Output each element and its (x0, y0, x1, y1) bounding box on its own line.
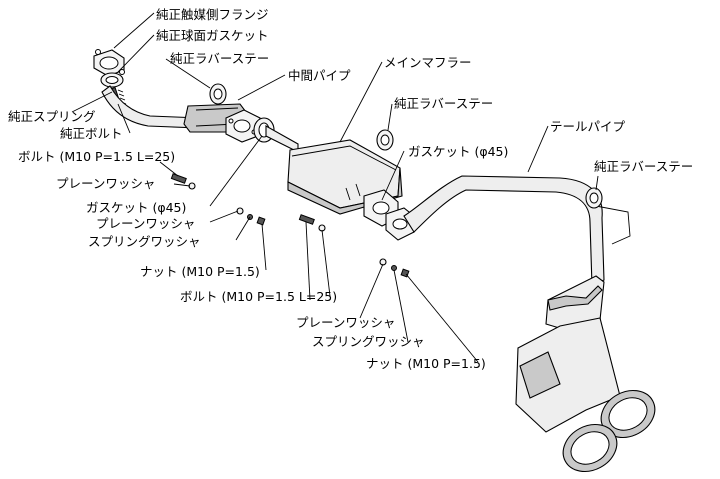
label-oem-rubber-stay-1: 純正ラバーステー (170, 51, 269, 66)
label-gasket-1: ガスケット (φ45) (86, 200, 186, 215)
label-bolt-1: ボルト (M10 P=1.5 L=25) (18, 149, 175, 164)
label-plain-washer-1: プレーンワッシャ (56, 176, 155, 191)
center-pipe-part (101, 83, 261, 143)
label-main-muffler: メインマフラー (384, 55, 472, 70)
label-bolt-2: ボルト (M10 P=1.5 L=25) (180, 289, 337, 304)
leader-lines (71, 12, 599, 363)
label-gasket-2: ガスケット (φ45) (408, 144, 508, 159)
label-spring-washer-1: スプリングワッシャ (88, 234, 201, 249)
label-oem-rubber-stay-2: 純正ラバーステー (394, 96, 493, 111)
label-oem-rubber-stay-3: 純正ラバーステー (594, 159, 693, 174)
label-oem-spherical-gasket: 純正球面ガスケット (156, 28, 269, 43)
hardware-set-2 (298, 214, 410, 278)
label-nut-1: ナット (M10 P=1.5) (140, 264, 260, 279)
label-oem-catalyst-flange: 純正触媒側フランジ (156, 7, 269, 22)
label-oem-bolt: 純正ボルト (60, 126, 123, 141)
oem-spherical-gasket-part (100, 72, 124, 88)
label-nut-2: ナット (M10 P=1.5) (366, 356, 486, 371)
label-tail-pipe: テールパイプ (550, 119, 626, 134)
label-spring-washer-2: スプリングワッシャ (312, 334, 425, 349)
oem-catalyst-flange-part (93, 49, 125, 77)
main-muffler-part (265, 125, 403, 227)
label-oem-spring: 純正スプリング (8, 109, 96, 124)
label-center-pipe: 中間パイプ (288, 68, 351, 83)
labels: 純正触媒側フランジ 純正球面ガスケット 純正ラバーステー 中間パイプ メインマフ… (8, 7, 693, 371)
label-plain-washer-3: プレーンワッシャ (296, 315, 395, 330)
label-plain-washer-2: プレーンワッシャ (96, 216, 195, 231)
tail-pipe-part (385, 175, 656, 473)
